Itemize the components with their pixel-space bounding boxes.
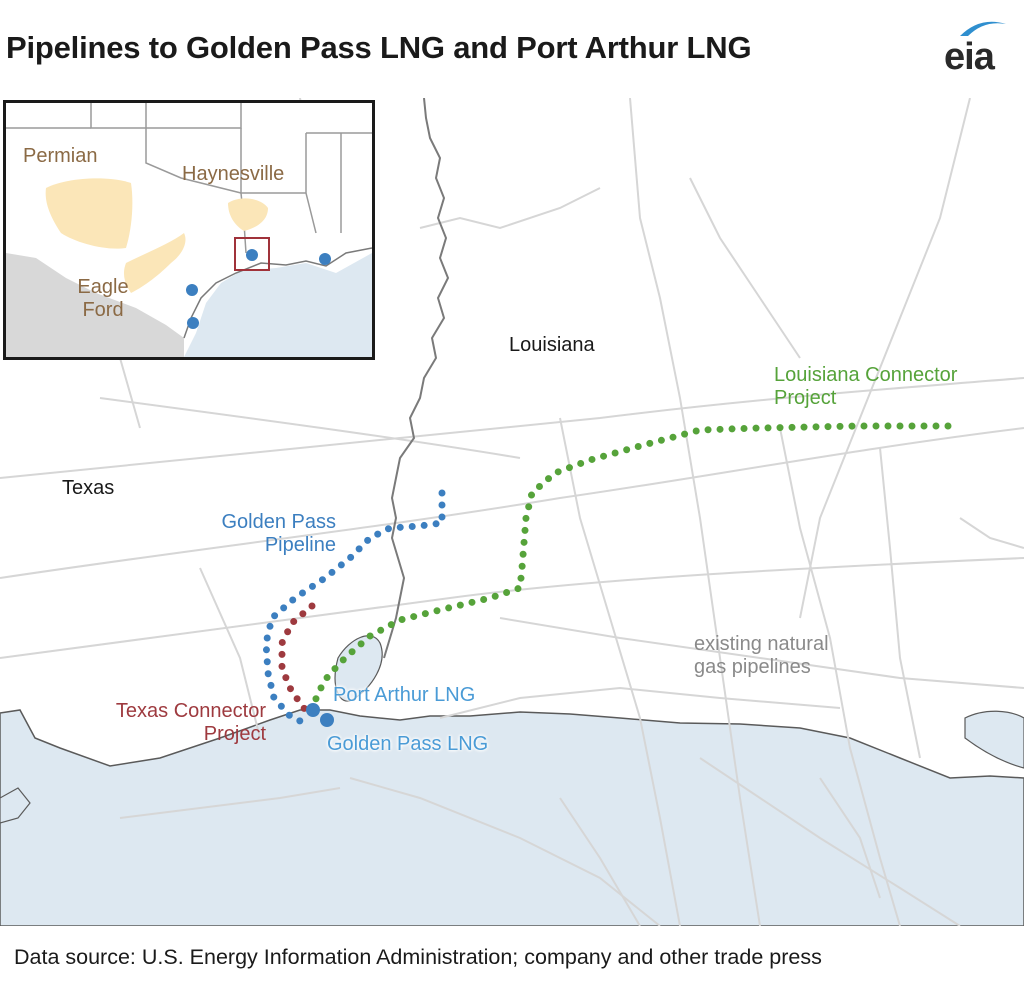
inset-locator-map: Permian Haynesville Eagle Ford: [3, 100, 375, 360]
east-bay-water: [964, 710, 1024, 769]
port-arthur-lng-marker: [306, 703, 320, 717]
haynesville-basin: [228, 198, 268, 231]
haynesville-label: Haynesville: [182, 163, 285, 185]
inset-gulf: [184, 253, 372, 357]
texas-connector-label-line2: Project: [203, 723, 266, 745]
permian-label: Permian: [23, 145, 98, 167]
eagle-ford-label-line2: Ford: [82, 299, 124, 321]
golden-pass-pipeline-label: Golden Pass Pipeline: [190, 511, 336, 557]
louisiana-connector-pipeline: [308, 422, 952, 714]
eia-logo-swoosh-icon: [960, 21, 1006, 36]
data-source-note: Data source: U.S. Energy Information Adm…: [14, 945, 822, 969]
map-canvas: [0, 98, 1024, 926]
louisiana-label: Louisiana: [509, 334, 595, 356]
existing-pipelines-label: existing natural gas pipelines: [694, 633, 829, 679]
golden-pass-pipeline-label-line2: Pipeline: [264, 534, 336, 556]
main-map: [0, 98, 1024, 926]
golden-pass-pipeline: [262, 489, 446, 730]
sabine-lake: [334, 635, 383, 702]
louisiana-connector-label-line1: Louisiana Connector: [774, 364, 958, 386]
golden-pass-lng-label: Golden Pass LNG: [327, 733, 489, 755]
existing-pipeline-network: [0, 98, 1024, 926]
sabine-river-border: [383, 98, 450, 659]
inset-lng-marker-corpus: [187, 317, 199, 329]
eia-logo: eia: [940, 14, 1014, 84]
gulf-of-mexico: [0, 709, 1024, 926]
louisiana-connector-label-line2: Project: [774, 387, 837, 409]
inset-study-area-box: [234, 237, 270, 271]
texas-connector-label: Texas Connector Project: [80, 700, 266, 746]
eagle-ford-label-line1: Eagle: [77, 276, 129, 298]
golden-pass-lng-marker: [320, 713, 334, 727]
texas-connector-pipeline: [278, 602, 316, 720]
texas-connector-label-line1: Texas Connector: [115, 700, 266, 722]
eagle-ford-label: Eagle Ford: [64, 276, 142, 322]
existing-pipelines-label-line1: existing natural: [694, 633, 829, 655]
page-title: Pipelines to Golden Pass LNG and Port Ar…: [6, 30, 752, 65]
inset-lng-marker-cameron: [319, 253, 331, 265]
inset-mexico: [6, 253, 184, 357]
texas-label: Texas: [62, 477, 115, 499]
inset-canvas: [6, 103, 372, 357]
inset-lng-marker-sabine: [246, 249, 258, 261]
permian-basin: [45, 178, 133, 249]
louisiana-connector-label: Louisiana Connector Project: [774, 364, 957, 410]
inset-lng-marker-freeport: [186, 284, 198, 296]
eagle-ford-basin: [123, 233, 186, 293]
inset-coastline: [183, 247, 372, 339]
golden-pass-pipeline-label-line1: Golden Pass: [221, 511, 336, 533]
west-bay-water: [0, 787, 31, 824]
eia-logo-text: eia: [944, 36, 995, 78]
port-arthur-lng-label: Port Arthur LNG: [333, 684, 476, 706]
existing-pipelines-label-line2: gas pipelines: [694, 656, 811, 678]
